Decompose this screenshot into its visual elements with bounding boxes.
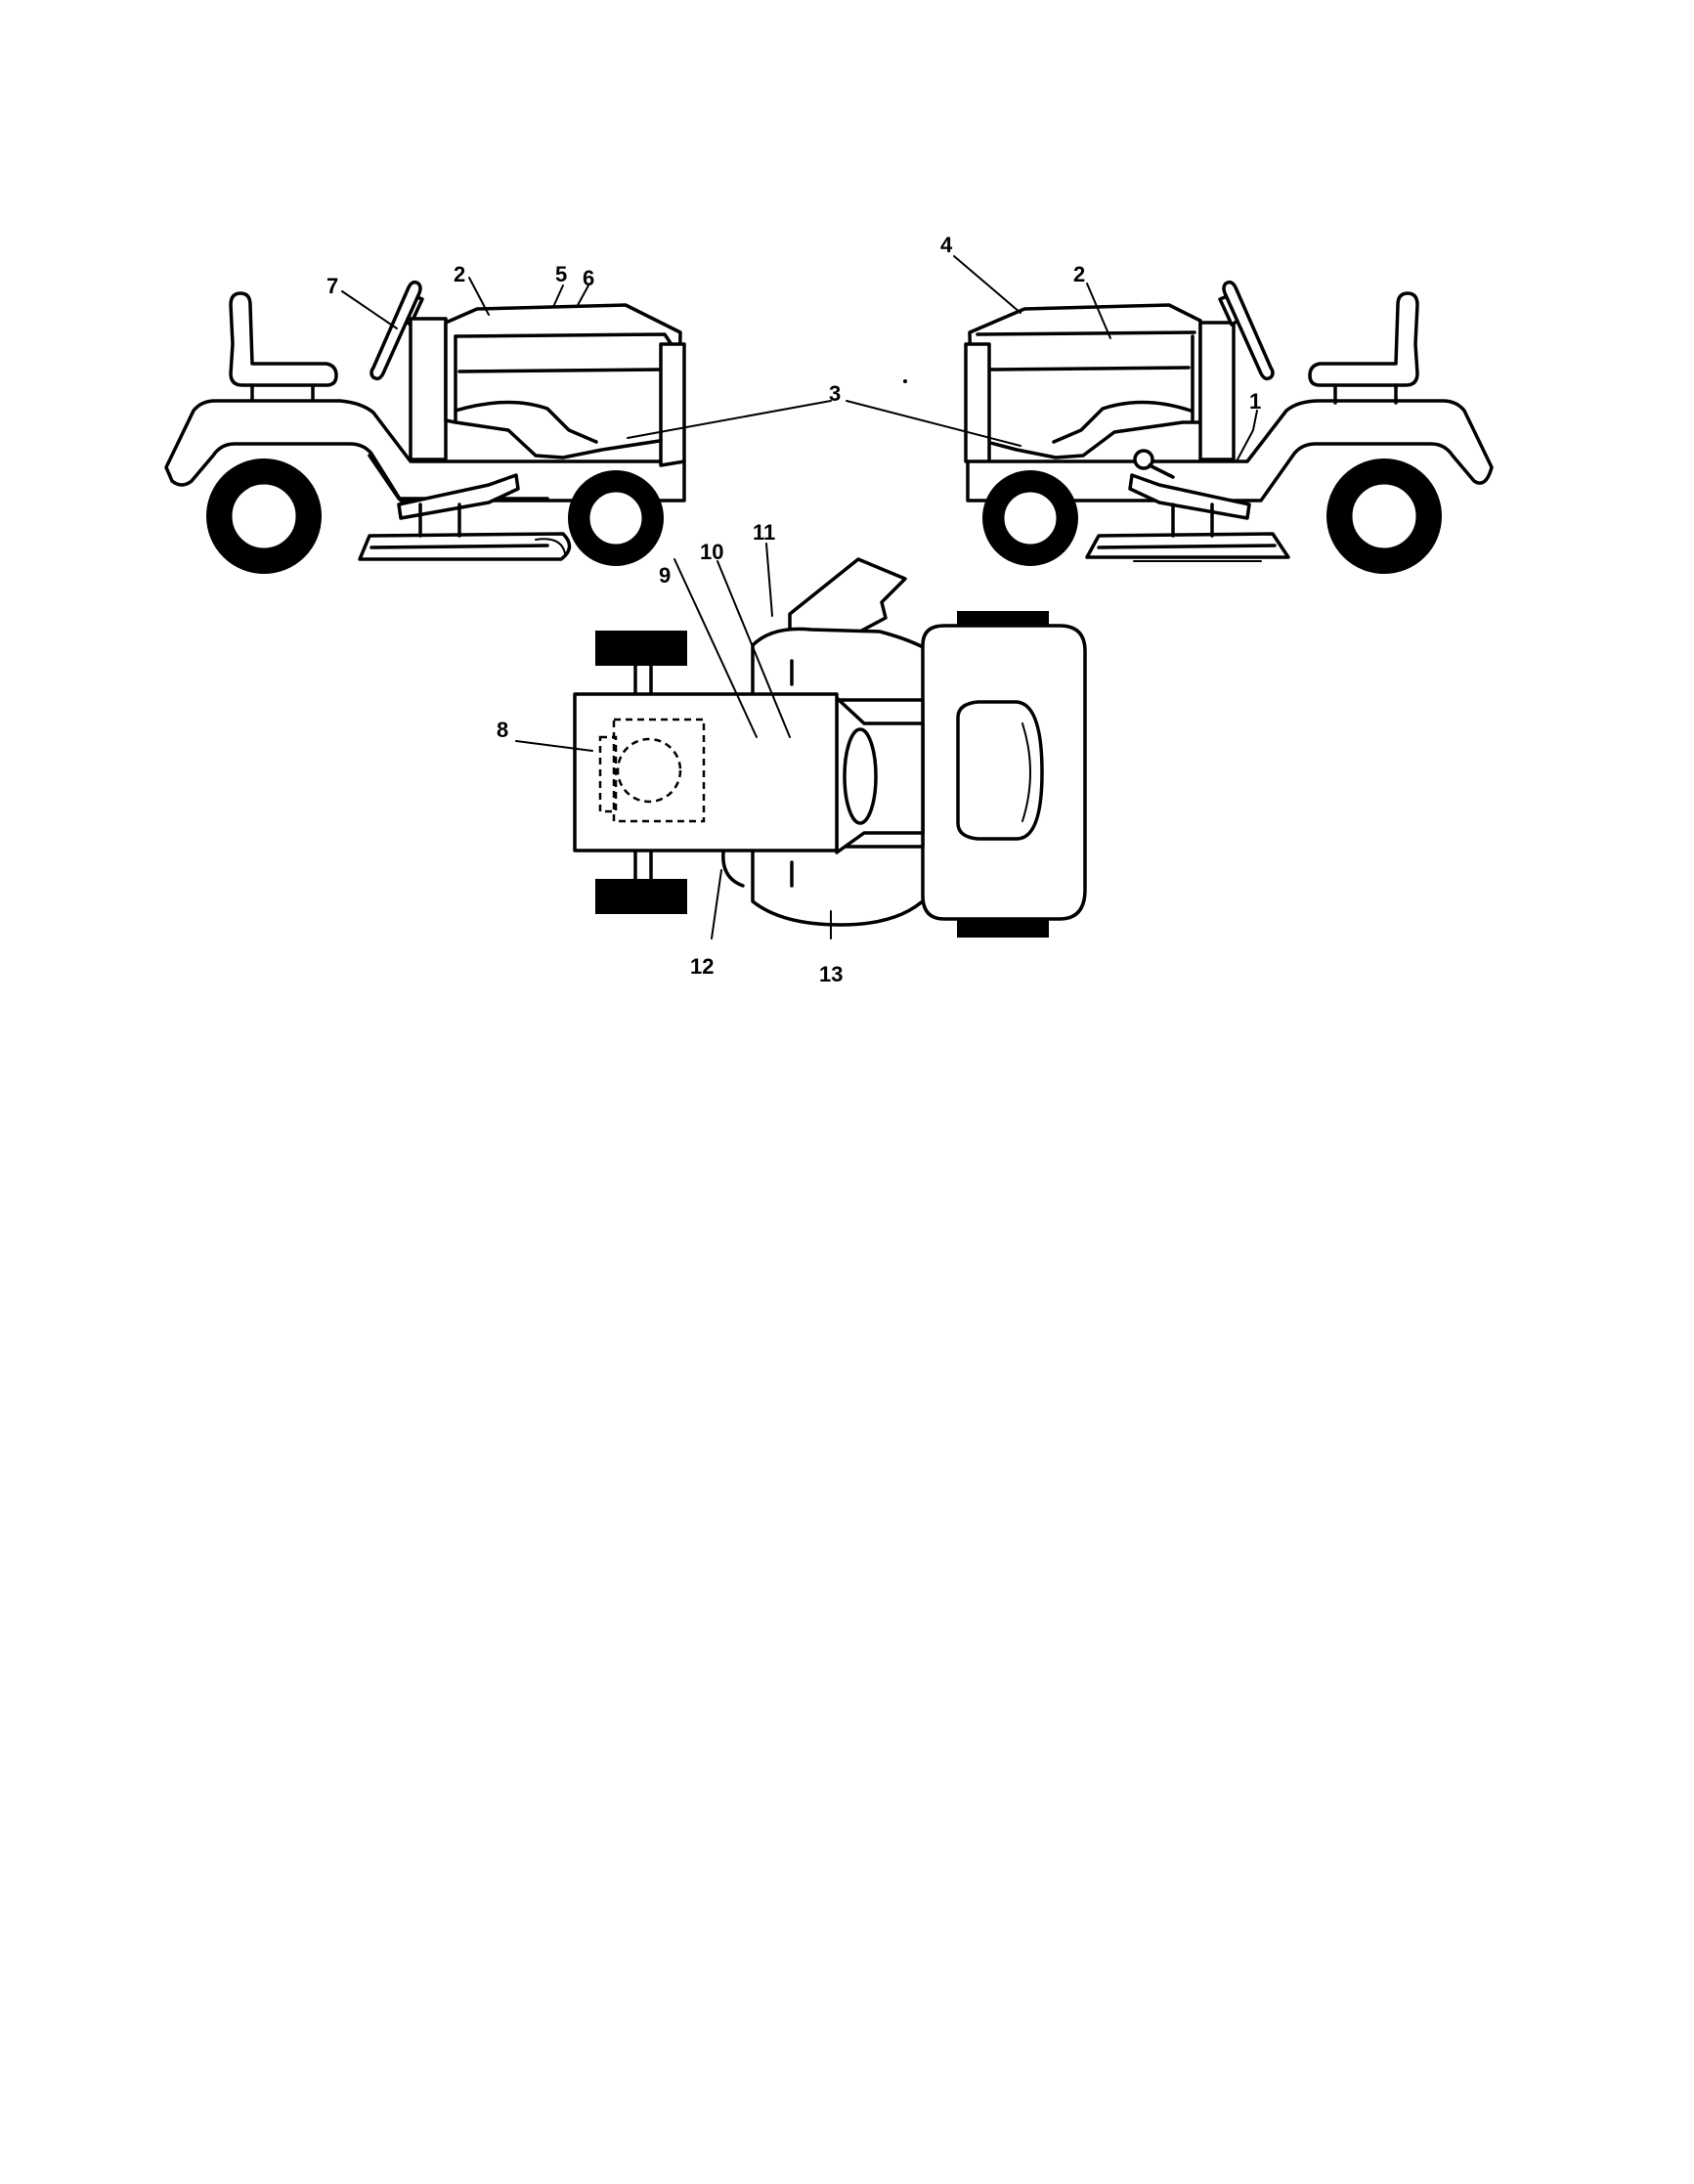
callout-12: 12 (690, 954, 714, 979)
callout-11: 11 (753, 520, 775, 545)
callout-7: 7 (326, 274, 338, 298)
callout-6: 6 (583, 266, 594, 290)
callout-8: 8 (497, 718, 508, 742)
tractor-right-side-view (964, 280, 1494, 574)
callout-9: 9 (659, 563, 671, 588)
callout-10: 10 (700, 540, 723, 564)
callout-5: 5 (555, 262, 567, 286)
tractor-top-view (573, 557, 1087, 938)
callout-numbers: 7 2 5 6 3 4 2 1 11 10 9 8 12 13 (326, 233, 1261, 986)
leader-lines (341, 255, 1258, 939)
callout-13: 13 (819, 962, 843, 986)
callout-2-left: 2 (454, 262, 465, 286)
tractor-left-side-view (164, 280, 686, 574)
callout-2-right: 2 (1073, 262, 1085, 286)
callout-1: 1 (1249, 389, 1261, 414)
callout-4: 4 (940, 233, 953, 257)
callout-3: 3 (829, 381, 841, 406)
stray-dot (903, 379, 907, 383)
